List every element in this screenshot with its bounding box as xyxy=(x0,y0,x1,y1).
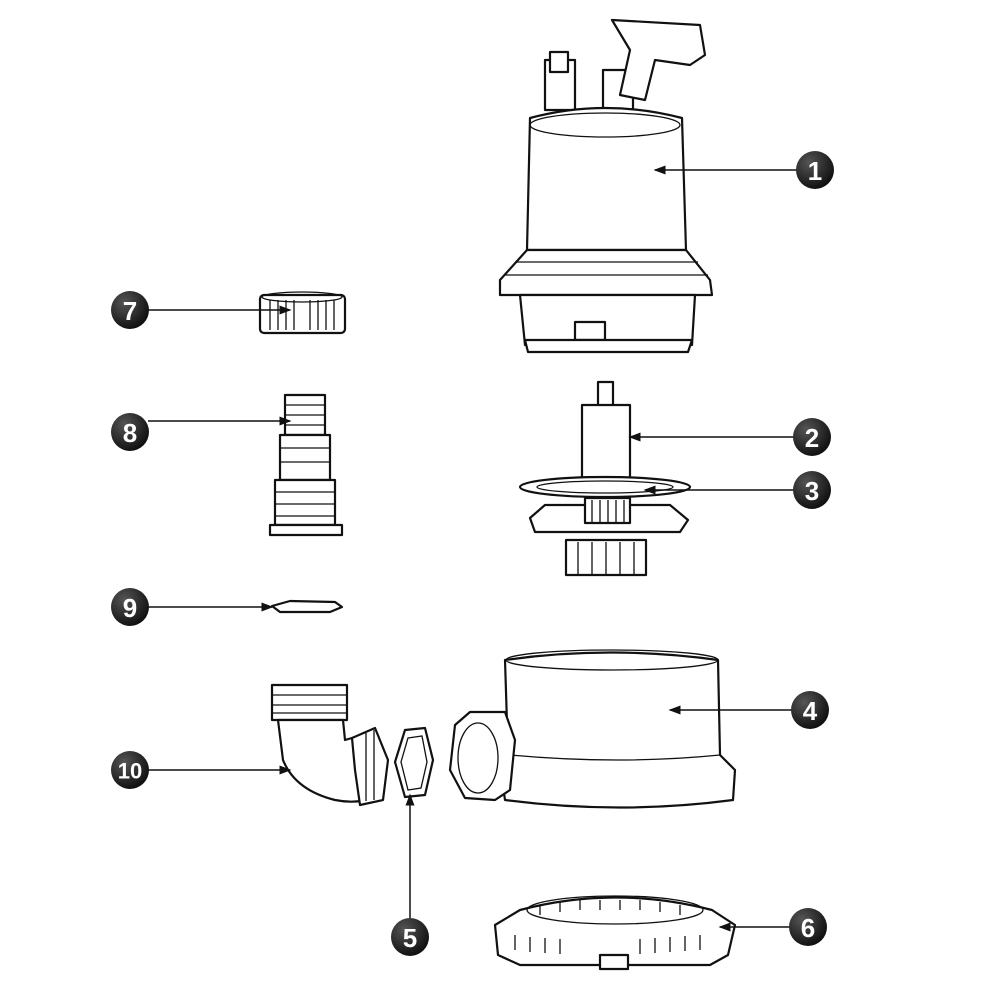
svg-text:4: 4 xyxy=(803,696,818,726)
part-intake-base xyxy=(493,895,737,971)
part-pump-volute xyxy=(448,649,737,809)
callout-2: 2 xyxy=(793,418,831,456)
part-cap-nut xyxy=(258,291,347,335)
part-hose-adapter xyxy=(268,393,344,537)
callout-6: 6 xyxy=(789,908,827,946)
callout-1: 1 xyxy=(796,151,834,189)
part-gasket xyxy=(393,726,435,799)
callout-7: 7 xyxy=(111,291,149,329)
leader-lines xyxy=(148,165,797,932)
svg-text:1: 1 xyxy=(808,156,822,186)
svg-text:2: 2 xyxy=(805,423,819,453)
part-elbow-fitting xyxy=(270,683,390,807)
svg-text:10: 10 xyxy=(118,759,142,784)
svg-text:7: 7 xyxy=(123,296,137,326)
svg-text:3: 3 xyxy=(805,476,819,506)
part-washer xyxy=(270,599,344,614)
callout-4: 4 xyxy=(791,691,829,729)
part-shaft-impeller xyxy=(518,380,692,577)
callout-3: 3 xyxy=(793,471,831,509)
svg-text:5: 5 xyxy=(403,923,417,953)
callout-9: 9 xyxy=(111,588,149,626)
callout-10: 10 xyxy=(111,751,149,789)
callout-5: 5 xyxy=(391,918,429,956)
svg-text:6: 6 xyxy=(801,913,815,943)
callout-8: 8 xyxy=(111,413,149,451)
svg-text:9: 9 xyxy=(123,593,137,623)
part-motor-housing xyxy=(498,18,714,354)
svg-text:8: 8 xyxy=(123,418,137,448)
